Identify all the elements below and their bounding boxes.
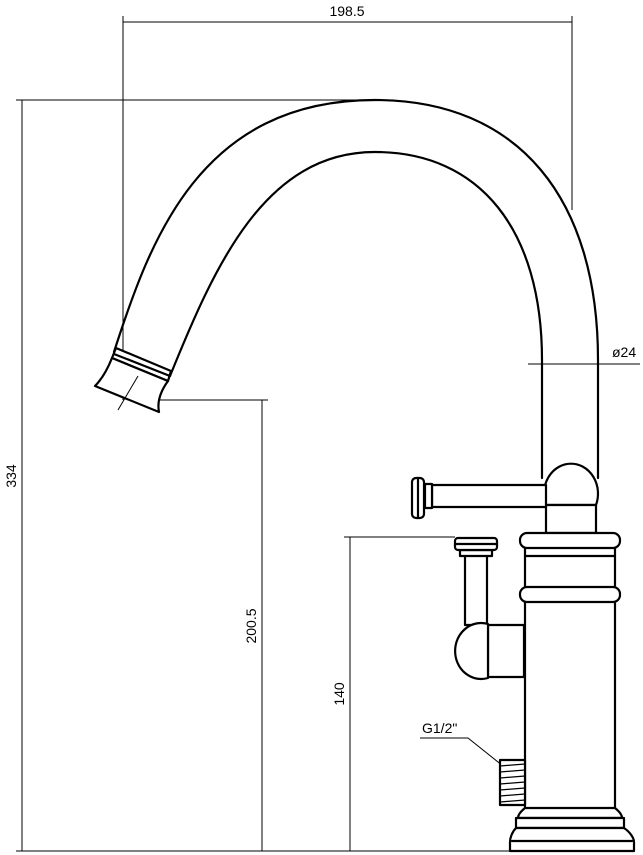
- diameter-label: ø24: [612, 344, 636, 360]
- spout-nozzle: [93, 356, 170, 414]
- base-plate: [508, 826, 636, 853]
- handle-height-label: 140: [331, 682, 347, 706]
- thread-label: G1/2": [422, 720, 457, 736]
- side-valve-stem: [463, 553, 489, 627]
- body-middle-ring: [518, 585, 622, 604]
- width-label: 198.5: [329, 3, 364, 19]
- swivel-ball: [542, 462, 600, 507]
- side-valve-connector: [486, 623, 526, 679]
- height-label: 334: [3, 464, 19, 488]
- body-top-ring: [518, 531, 622, 550]
- lever-arm: [430, 483, 548, 509]
- thread-lines: [499, 763, 526, 803]
- spout-height-label: 200.5: [243, 608, 259, 643]
- base-flange-middle: [514, 816, 626, 830]
- side-valve-ball: [454, 621, 490, 681]
- dimension-labels: 198.5 334 200.5 140 ø24 G1/2": [3, 3, 636, 736]
- faucet-outline: [93, 98, 636, 853]
- lever-knob-base: [423, 482, 434, 510]
- base-flange-upper: [516, 806, 624, 820]
- spout-outer-curve: [112, 98, 600, 480]
- swivel-collar: [544, 503, 598, 535]
- dimension-lines: [16, 16, 640, 852]
- spout-inner-curve: [168, 150, 544, 480]
